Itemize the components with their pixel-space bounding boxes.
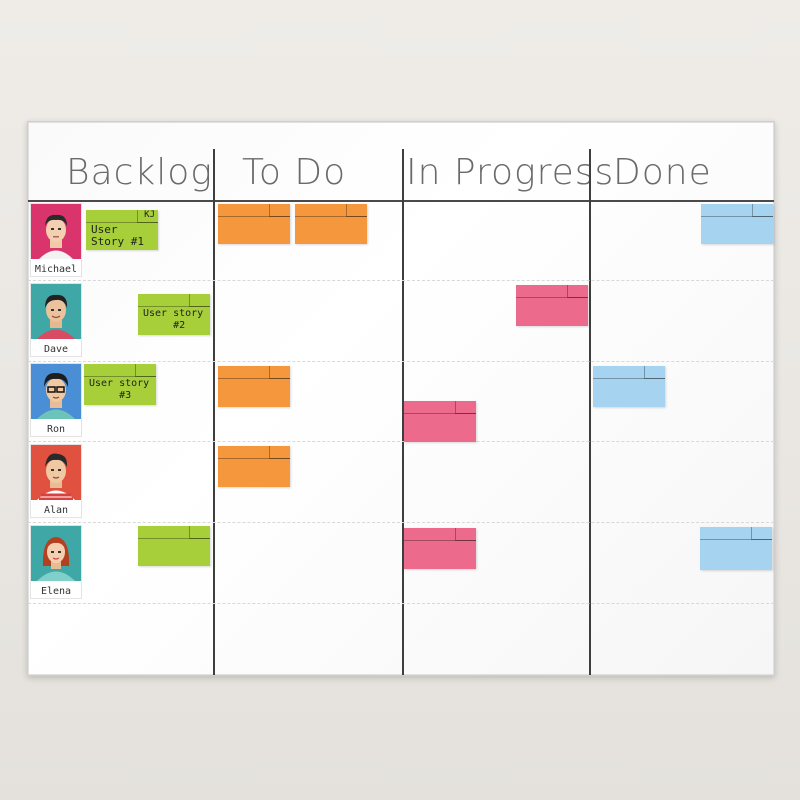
person-name: Michael (34, 264, 78, 275)
sticky-note-pink[interactable] (404, 528, 476, 569)
note-text: User story #2 (143, 308, 204, 331)
note-tab (567, 285, 588, 298)
note-tab (137, 210, 158, 223)
avatar (31, 364, 81, 419)
kanban-whiteboard: Backlog To Do In Progress Done Michael (27, 121, 775, 676)
row-divider (28, 522, 774, 523)
sticky-note-pink[interactable] (404, 401, 476, 442)
note-tab-line (218, 446, 290, 459)
note-tab-line (86, 210, 158, 223)
row-divider (28, 603, 774, 604)
person-name: Ron (46, 424, 66, 435)
note-initials: KJ (144, 210, 155, 220)
note-tab-line (295, 204, 367, 217)
column-divider (402, 149, 404, 675)
note-tab (269, 446, 290, 459)
note-text: User story #3 (89, 378, 150, 401)
sticky-note-green[interactable] (138, 526, 210, 566)
row-divider (28, 280, 774, 281)
sticky-note-orange[interactable] (295, 204, 367, 244)
sticky-note-user-story-2[interactable]: User story #2 (138, 294, 210, 335)
avatar-card-alan: Alan (30, 444, 82, 518)
column-divider (213, 149, 215, 675)
note-tab (346, 204, 367, 217)
sticky-note-blue[interactable] (701, 204, 773, 244)
avatar (31, 526, 81, 581)
note-tab (269, 366, 290, 379)
person-name: Dave (43, 344, 69, 355)
sticky-note-pink[interactable] (516, 285, 588, 326)
note-tab-line (218, 204, 290, 217)
row-divider (28, 441, 774, 442)
sticky-note-orange[interactable] (218, 204, 290, 244)
note-tab (455, 401, 476, 414)
note-tab (752, 204, 773, 217)
note-tab (644, 366, 665, 379)
note-tab-line (701, 204, 773, 217)
note-tab-line (516, 285, 588, 298)
column-title-in-progress: In Progress (406, 152, 615, 193)
sticky-note-blue[interactable] (593, 366, 665, 407)
note-tab (189, 526, 210, 539)
note-tab-line (138, 294, 210, 307)
person-name: Alan (43, 505, 69, 516)
column-divider (589, 149, 591, 675)
sticky-note-user-story-1[interactable]: KJ User Story #1 (86, 210, 158, 250)
sticky-note-orange[interactable] (218, 446, 290, 487)
note-tab (189, 294, 210, 307)
note-tab-line (700, 527, 772, 540)
note-text: User Story #1 (91, 223, 144, 248)
sticky-note-user-story-3[interactable]: User story #3 (84, 364, 156, 405)
note-tab-line (593, 366, 665, 379)
sticky-note-blue[interactable] (700, 527, 772, 570)
avatar-card-dave: Dave (30, 283, 82, 357)
note-tab-line (404, 528, 476, 541)
note-tab-line (84, 364, 156, 377)
note-tab-line (138, 526, 210, 539)
row-divider (28, 361, 774, 362)
avatar (31, 445, 81, 500)
avatar-card-michael: Michael (30, 203, 82, 277)
header-divider (28, 200, 774, 202)
note-tab (455, 528, 476, 541)
sticky-note-orange[interactable] (218, 366, 290, 407)
person-name: Elena (40, 586, 72, 597)
avatar (31, 204, 81, 259)
note-tab-line (404, 401, 476, 414)
avatar-card-ron: Ron (30, 363, 82, 437)
column-title-todo: To Do (242, 152, 347, 193)
column-title-done: Done (613, 152, 712, 193)
avatar-card-elena: Elena (30, 525, 82, 599)
avatar (31, 284, 81, 339)
note-tab-line (218, 366, 290, 379)
note-tab (135, 364, 156, 377)
note-tab (269, 204, 290, 217)
column-title-backlog: Backlog (66, 152, 213, 193)
note-tab (751, 527, 772, 540)
